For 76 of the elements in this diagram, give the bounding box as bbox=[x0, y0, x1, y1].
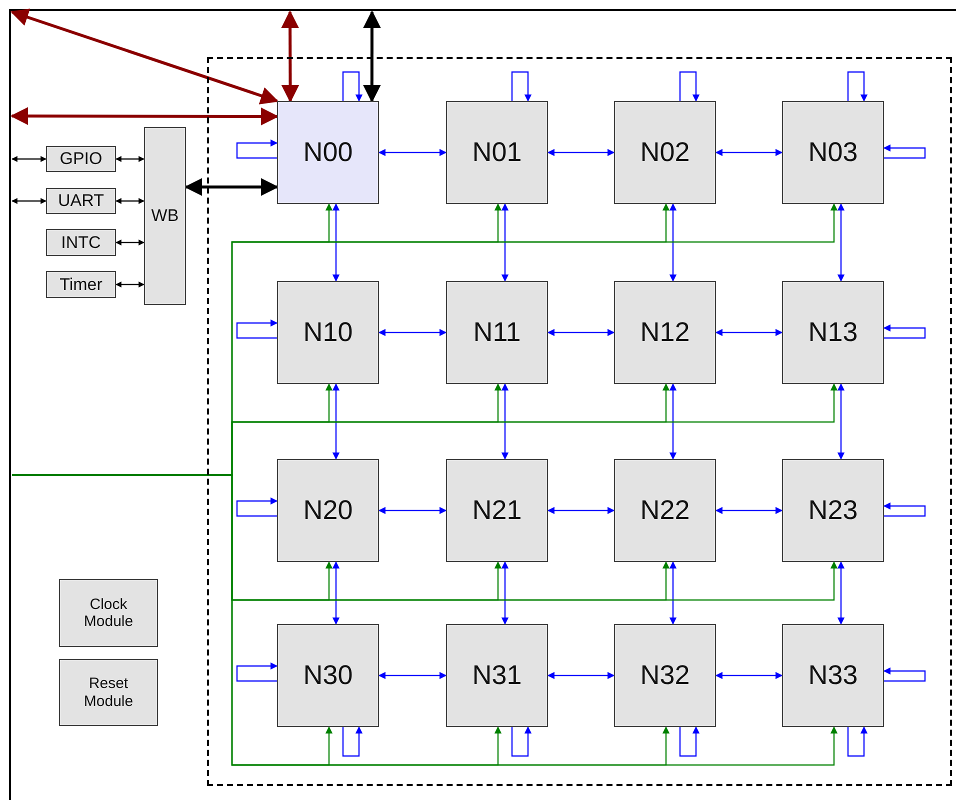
arrow bbox=[236, 139, 278, 159]
node-box: N21 bbox=[446, 459, 548, 562]
module-box: Clock Module bbox=[59, 579, 158, 647]
arrow bbox=[501, 383, 509, 460]
node-box: N11 bbox=[446, 281, 548, 384]
arrow bbox=[511, 71, 532, 102]
arrow bbox=[715, 328, 783, 336]
arrow bbox=[362, 10, 381, 103]
arrow bbox=[547, 148, 615, 156]
arrow bbox=[715, 148, 783, 156]
arrow bbox=[837, 203, 845, 282]
arrow bbox=[679, 726, 700, 757]
peripheral-box: INTC bbox=[46, 229, 116, 256]
arrow bbox=[847, 71, 868, 102]
peripheral-box: UART bbox=[46, 188, 116, 214]
arrow bbox=[332, 383, 340, 460]
peripheral-box: GPIO bbox=[46, 146, 116, 172]
node-box: N30 bbox=[277, 624, 379, 727]
arrow bbox=[547, 328, 615, 336]
arrow bbox=[378, 148, 447, 156]
node-box: N10 bbox=[277, 281, 379, 384]
arrow bbox=[115, 156, 145, 162]
arrow bbox=[883, 667, 926, 682]
arrow bbox=[501, 203, 509, 282]
arrow bbox=[883, 502, 926, 517]
arrow bbox=[547, 672, 615, 680]
arrow bbox=[12, 474, 838, 766]
arrow bbox=[669, 203, 677, 282]
arrow bbox=[378, 506, 447, 514]
arrow bbox=[715, 506, 783, 514]
arrow bbox=[11, 156, 47, 162]
arrow bbox=[669, 383, 677, 460]
dashed-frame bbox=[207, 57, 952, 786]
arrow bbox=[184, 178, 279, 196]
node-box: N33 bbox=[782, 624, 884, 727]
arrow bbox=[342, 71, 363, 102]
node-box: N31 bbox=[446, 624, 548, 727]
arrow bbox=[883, 144, 926, 159]
arrow bbox=[837, 561, 845, 625]
arrow bbox=[883, 324, 926, 339]
arrow bbox=[281, 10, 300, 103]
arrow bbox=[847, 726, 868, 757]
arrow bbox=[11, 198, 47, 204]
arrow bbox=[332, 561, 340, 625]
arrow bbox=[115, 282, 145, 288]
node-box: N20 bbox=[277, 459, 379, 562]
arrow bbox=[115, 198, 145, 204]
arrow bbox=[715, 672, 783, 680]
arrow bbox=[236, 497, 278, 517]
node-box: N12 bbox=[614, 281, 716, 384]
arrow bbox=[547, 506, 615, 514]
bus-box: WB bbox=[144, 127, 186, 305]
arrow bbox=[669, 561, 677, 625]
arrow bbox=[837, 383, 845, 460]
arrow bbox=[115, 240, 145, 246]
arrow bbox=[501, 561, 509, 625]
arrow bbox=[332, 203, 340, 282]
node-box: N13 bbox=[782, 281, 884, 384]
arrow bbox=[378, 328, 447, 336]
arrow bbox=[511, 726, 532, 757]
arrow bbox=[679, 71, 700, 102]
node-box: N02 bbox=[614, 101, 716, 204]
node-box: N01 bbox=[446, 101, 548, 204]
arrow bbox=[10, 8, 279, 104]
arrow bbox=[236, 319, 278, 339]
arrow bbox=[342, 726, 363, 757]
node-box: N22 bbox=[614, 459, 716, 562]
arrow bbox=[378, 672, 447, 680]
peripheral-box: Timer bbox=[46, 271, 116, 298]
arrow bbox=[10, 107, 279, 126]
module-box: Reset Module bbox=[59, 659, 158, 726]
node-box: N32 bbox=[614, 624, 716, 727]
node-box: N23 bbox=[782, 459, 884, 562]
node-box: N03 bbox=[782, 101, 884, 204]
arrow bbox=[236, 662, 278, 682]
node-box: N00 bbox=[277, 101, 379, 204]
